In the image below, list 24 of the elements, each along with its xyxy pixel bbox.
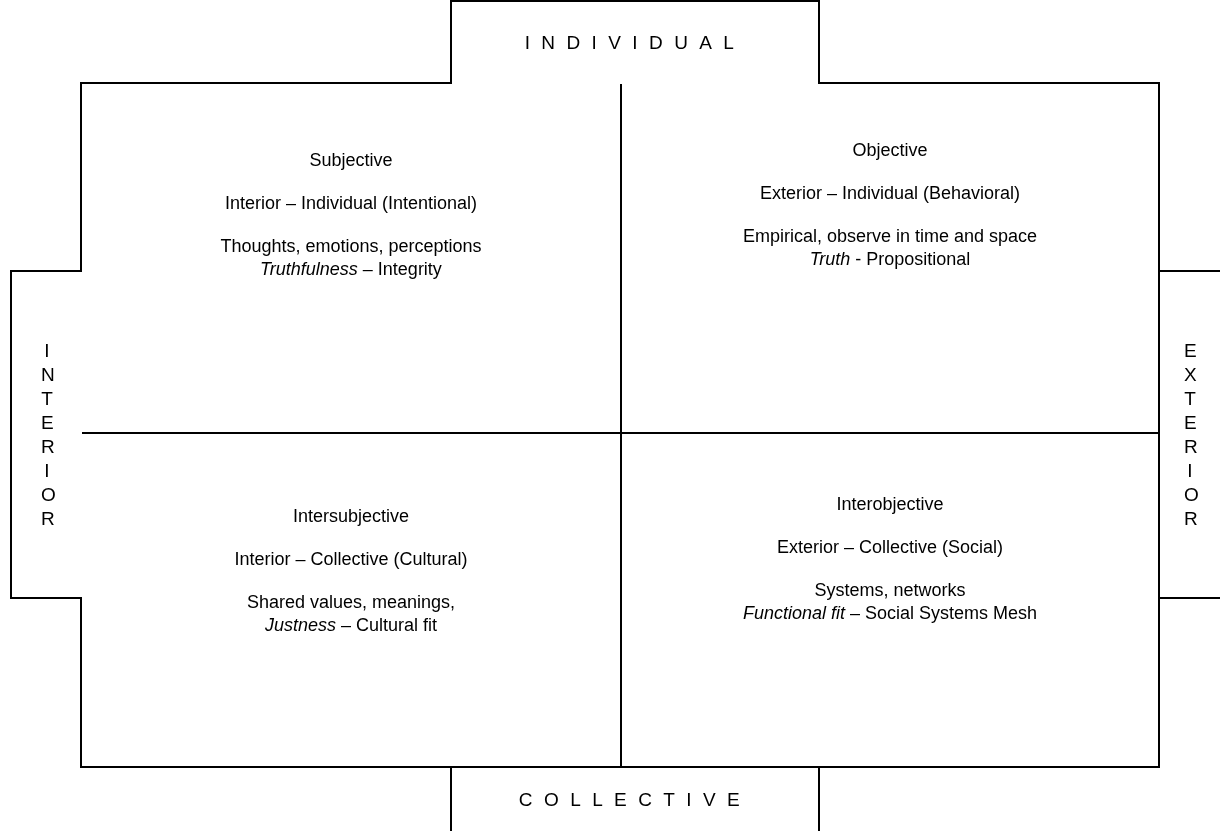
axis-label-box xyxy=(10,270,82,599)
quadrant-heading: Interobjective xyxy=(835,494,945,515)
quadrant-text: Justness – Cultural fit xyxy=(263,615,439,636)
axis-label: INTERIOR xyxy=(41,338,53,531)
quadrant-text: Shared values, meanings, xyxy=(245,592,457,613)
quadrant-text: Empirical, observe in time and space xyxy=(741,226,1039,247)
quadrant-heading: Objective xyxy=(851,140,929,161)
quadrant-text: Interior – Collective (Cultural) xyxy=(233,549,469,570)
quadrant-heading: Intersubjective xyxy=(291,506,411,527)
axis-label: EXTERIOR xyxy=(1184,338,1196,531)
axis-label-box xyxy=(450,0,820,84)
quadrant-text: Systems, networks xyxy=(813,580,967,601)
quadrant-heading: Subjective xyxy=(308,150,394,171)
quadrant-text: Truth - Propositional xyxy=(808,249,972,270)
axis-label-box xyxy=(1158,270,1220,599)
axis-label-box xyxy=(450,766,820,831)
quadrant-text: Exterior – Individual (Behavioral) xyxy=(758,183,1022,204)
quadrant-text: Interior – Individual (Intentional) xyxy=(223,193,479,214)
axis-label: INDIVIDUAL xyxy=(524,32,746,54)
quadrant-text: Thoughts, emotions, perceptions xyxy=(219,236,483,257)
quadrant-text: Truthfulness – Integrity xyxy=(259,259,443,280)
quadrant-text: Exterior – Collective (Social) xyxy=(775,537,1005,558)
axis-label: COLLECTIVE xyxy=(518,788,752,811)
quadrant-text: Functional fit – Social Systems Mesh xyxy=(741,603,1039,624)
